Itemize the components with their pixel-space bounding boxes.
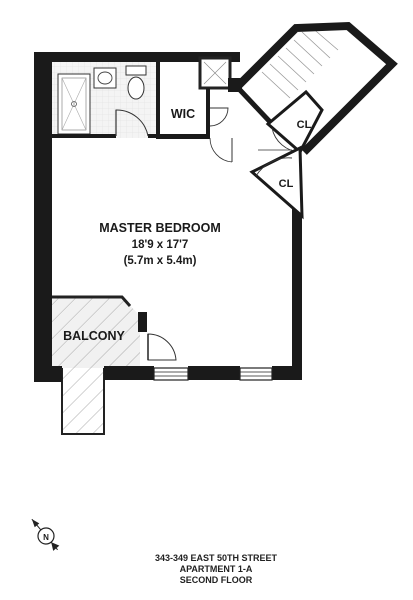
exterior-walls (34, 52, 302, 382)
stairwell (235, 21, 398, 155)
compass-icon (31, 518, 60, 551)
walk-in-closet (156, 56, 232, 139)
balcony-door (147, 333, 177, 361)
master-bedroom-dim-imperial: 18'9 x 17'7 (132, 239, 189, 251)
balcony-label: BALCONY (63, 329, 125, 343)
compass-label: N (43, 533, 49, 542)
address-line-1: 343-349 EAST 50TH STREET (155, 553, 278, 563)
toilet (125, 65, 147, 100)
balcony-area (52, 295, 147, 368)
window-left (153, 367, 189, 381)
closet-upper-label: CL (297, 119, 312, 131)
wic-label: WIC (171, 107, 195, 121)
sink (93, 67, 117, 89)
address-line-3: SECOND FLOOR (180, 575, 253, 585)
shower (57, 73, 91, 135)
closet-lower (249, 145, 304, 220)
balcony-extension (61, 365, 105, 435)
master-bedroom-dim-metric: (5.7m x 5.4m) (124, 255, 197, 267)
address-line-2: APARTMENT 1-A (180, 564, 253, 574)
closet-lower-label: CL (279, 178, 294, 190)
windows (153, 367, 273, 381)
master-bedroom-label: MASTER BEDROOM (99, 221, 221, 235)
window-right (239, 367, 273, 381)
bathroom (52, 62, 158, 138)
